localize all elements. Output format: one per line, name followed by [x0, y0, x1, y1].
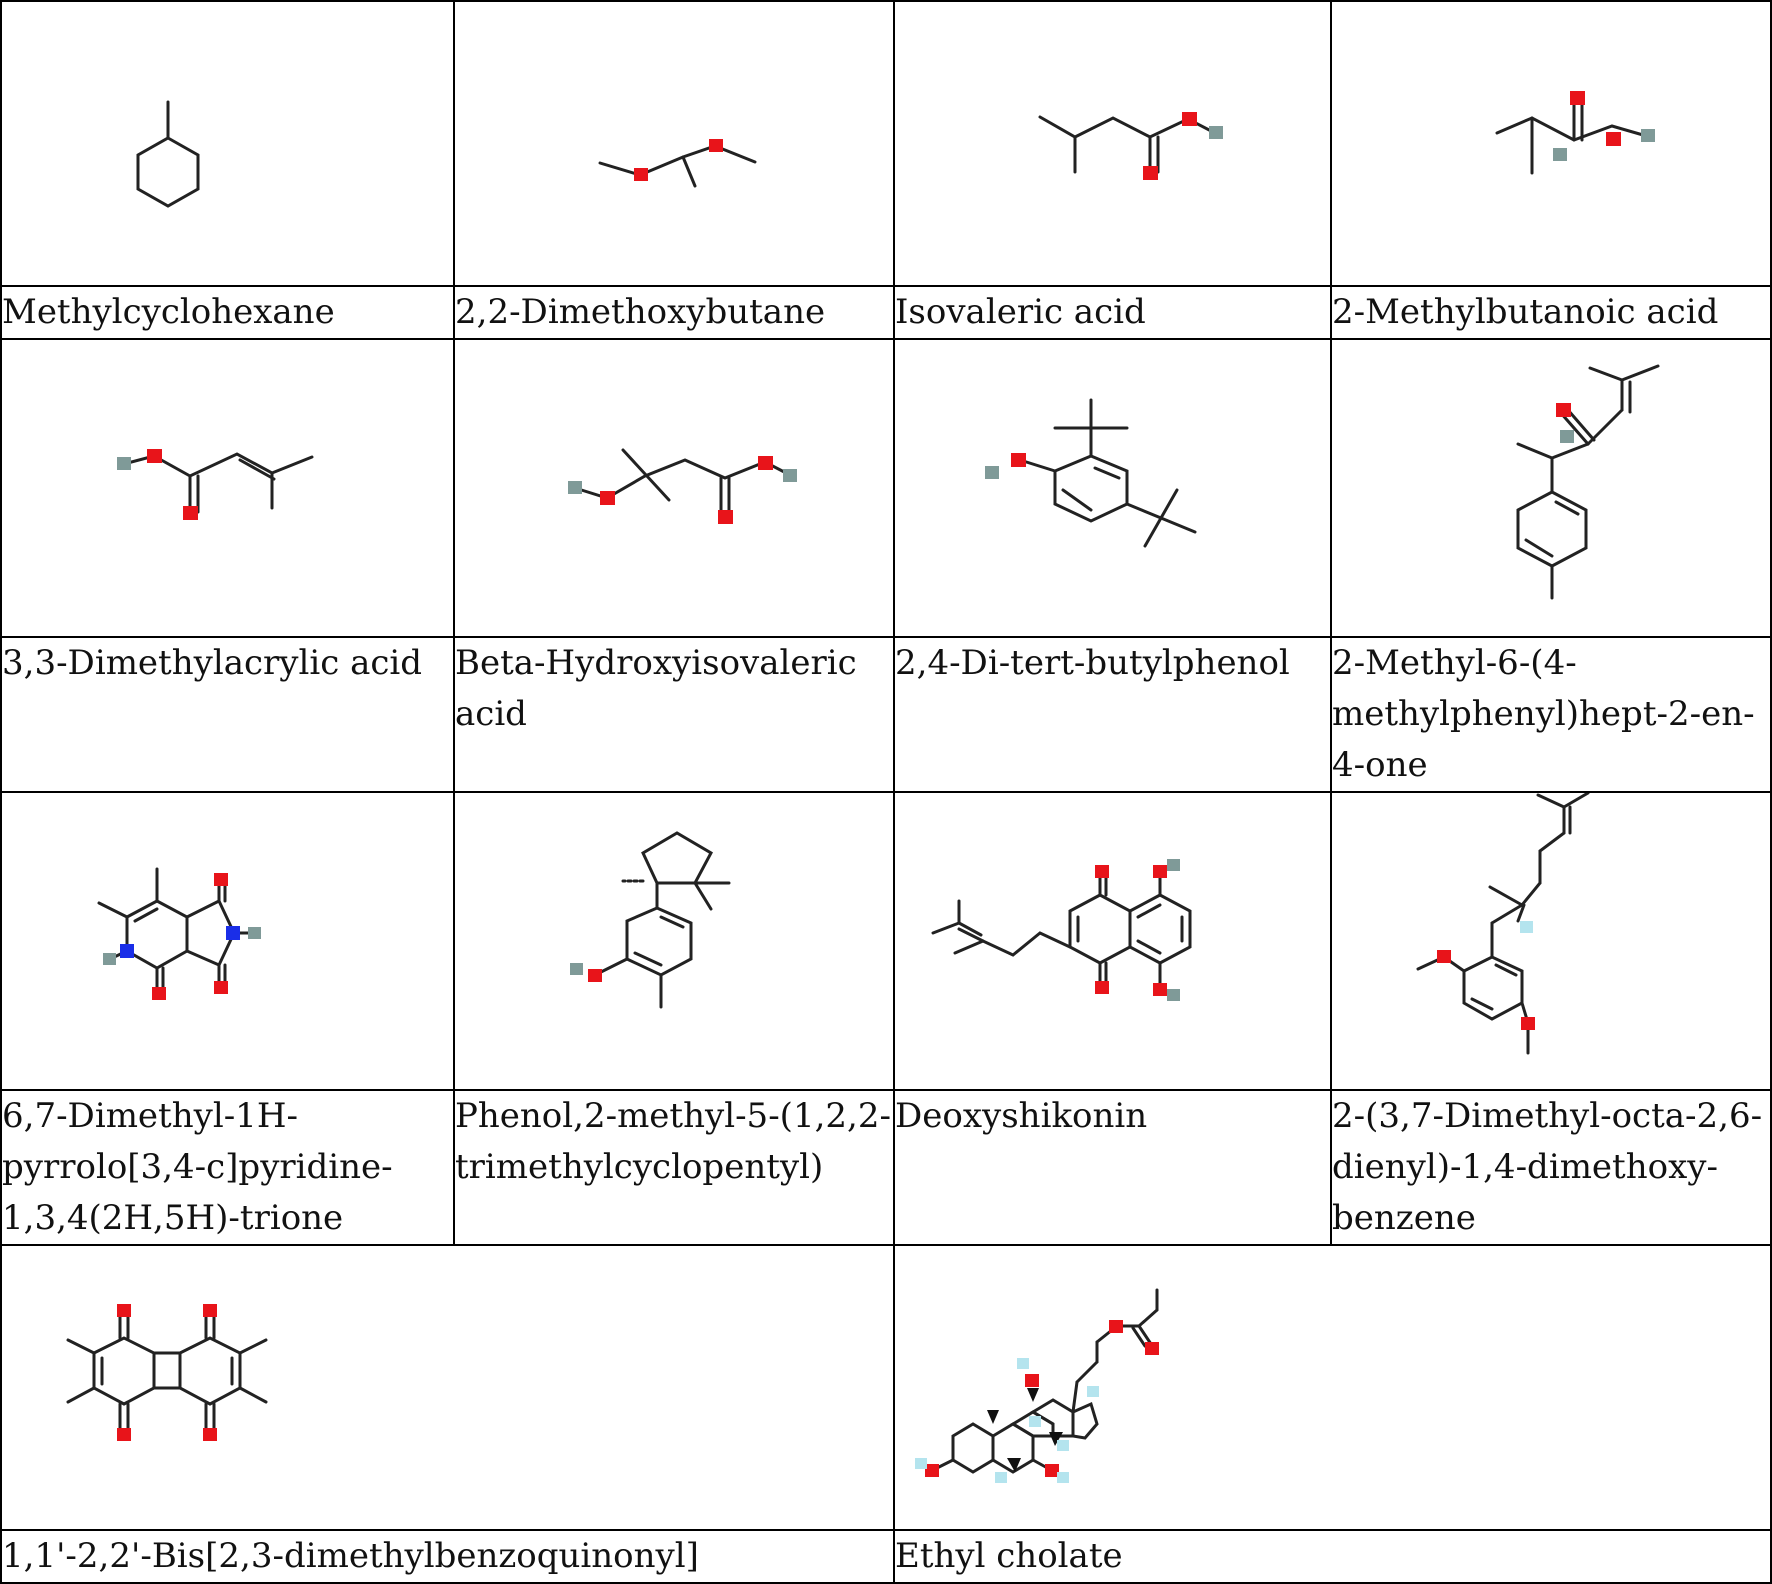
- compound-name: 1,1'-2,2'-Bis[2,3-dimethylbenzoquinonyl]: [0, 1529, 895, 1584]
- compound-name: 2-Methylbutanoic acid: [1330, 285, 1772, 340]
- compound-name: 2-(3,7-Dimethyl-octa-2,6-dienyl)-1,4-dim…: [1330, 1089, 1772, 1246]
- compound-name: Deoxyshikonin: [893, 1089, 1332, 1246]
- compound-name: Ethyl cholate: [893, 1529, 1772, 1584]
- structure-cell: [893, 791, 1332, 1091]
- structure-cell: [1330, 791, 1772, 1091]
- structure-row-4: [0, 1244, 1772, 1531]
- structure-cell: [893, 0, 1332, 287]
- trimethylcyclopentyl-phenol-structure-icon: [570, 831, 731, 1009]
- methylcyclohexane-structure-icon: [136, 100, 200, 208]
- bis-benzoquinonyl-structure-icon: [66, 1304, 268, 1441]
- dimethoxybutane-structure-icon: [598, 139, 757, 188]
- methylphenyl-heptenone-structure-icon: [1516, 364, 1660, 600]
- structure-cell: [1330, 0, 1772, 287]
- pyrrolopyridine-trione-structure-icon: [97, 867, 261, 1000]
- compound-name: 6,7-Dimethyl-1H-pyrrolo[3,4-c]pyridine-1…: [0, 1089, 455, 1246]
- structure-cell: [1330, 338, 1772, 638]
- hydroxyisovaleric-acid-structure-icon: [568, 448, 797, 524]
- structure-cell: [0, 0, 455, 287]
- compound-name: 2-Methyl-6-(4-methylphenyl)hept-2-en-4-o…: [1330, 636, 1772, 793]
- compound-name: 2,2-Dimethoxybutane: [453, 285, 895, 340]
- structure-row-3: [0, 791, 1772, 1091]
- compound-name: 2,4-Di-tert-butylphenol: [893, 636, 1332, 793]
- dimethoxy-benzene-structure-icon: [1416, 794, 1590, 1055]
- label-row-4: 1,1'-2,2'-Bis[2,3-dimethylbenzoquinonyl]…: [0, 1529, 1772, 1584]
- structure-cell: [0, 791, 455, 1091]
- methylbutanoic-acid-structure-icon: [1495, 91, 1655, 175]
- dimethylacrylic-acid-structure-icon: [117, 449, 314, 520]
- structure-cell: [893, 338, 1332, 638]
- structure-cell: [0, 1244, 895, 1531]
- compound-name: Methylcyclohexane: [0, 285, 455, 340]
- isovaleric-acid-structure-icon: [1038, 112, 1223, 180]
- structure-row-1: [0, 0, 1772, 287]
- label-row-3: 6,7-Dimethyl-1H-pyrrolo[3,4-c]pyridine-1…: [0, 1089, 1772, 1246]
- structure-cell: [453, 0, 895, 287]
- label-row-1: Methylcyclohexane 2,2-Dimethoxybutane Is…: [0, 285, 1772, 340]
- structure-cell: [893, 1244, 1772, 1531]
- structure-cell: [0, 338, 455, 638]
- compound-name: Phenol,2-methyl-5-(1,2,2-trimethylcyclop…: [453, 1089, 895, 1246]
- ethyl-cholate-structure-icon: [915, 1288, 1159, 1483]
- compound-name: 3,3-Dimethylacrylic acid: [0, 636, 455, 793]
- label-row-2: 3,3-Dimethylacrylic acid Beta-Hydroxyiso…: [0, 636, 1772, 793]
- compound-name: Isovaleric acid: [893, 285, 1332, 340]
- compound-name: Beta-Hydroxyisovaleric acid: [453, 636, 895, 793]
- structure-cell: [453, 791, 895, 1091]
- deoxyshikonin-structure-icon: [931, 859, 1192, 1001]
- structure-row-2: [0, 338, 1772, 638]
- di-tert-butylphenol-structure-icon: [985, 398, 1197, 548]
- structure-cell: [453, 338, 895, 638]
